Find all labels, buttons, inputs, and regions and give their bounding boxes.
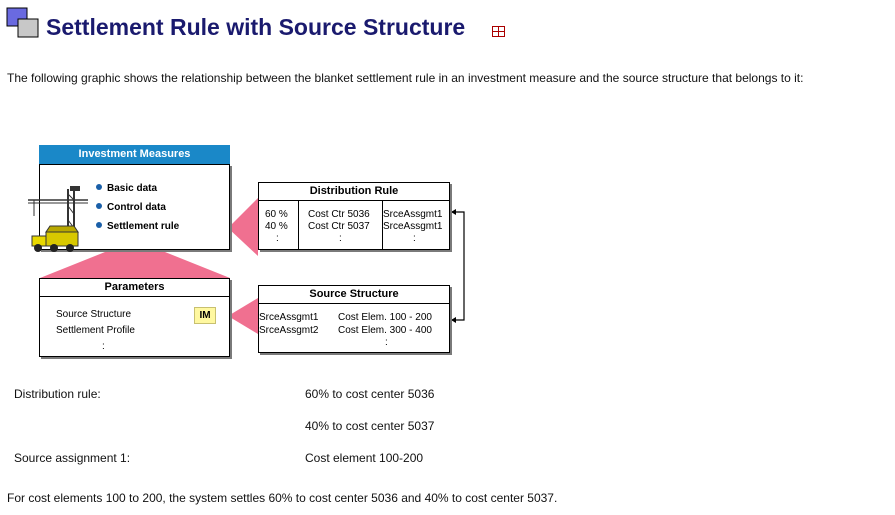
parameters-header: Parameters bbox=[40, 279, 229, 297]
pointer-to-source-structure bbox=[228, 298, 258, 334]
detail-label-source-assignment: Source assignment 1: bbox=[14, 451, 131, 465]
source-cost-elem-2: Cost Elem. 300 - 400 bbox=[338, 325, 432, 336]
im-badge: IM bbox=[194, 307, 216, 324]
dist-pct-1: 60 % bbox=[265, 209, 288, 220]
dist-receiver-more: : bbox=[339, 233, 342, 244]
footer-text: For cost elements 100 to 200, the system… bbox=[7, 491, 558, 505]
dist-receiver-2: Cost Ctr 5037 bbox=[308, 221, 370, 232]
parameters-line-settlement-profile: Settlement Profile bbox=[56, 325, 135, 336]
list-item-settlement-rule: Settlement rule bbox=[96, 221, 179, 232]
source-structure-box: Source Structure bbox=[258, 285, 450, 353]
parameters-line-source-structure: Source Structure bbox=[56, 309, 132, 320]
dist-receiver-1: Cost Ctr 5036 bbox=[308, 209, 370, 220]
investment-measures-header: Investment Measures bbox=[39, 145, 230, 164]
dist-source-1: SrceAssgmt1 bbox=[383, 209, 443, 220]
construction-crane-icon bbox=[28, 186, 88, 252]
pointer-to-distribution-rule bbox=[228, 198, 258, 256]
dist-source-more: : bbox=[413, 233, 416, 244]
source-cost-elem-1: Cost Elem. 100 - 200 bbox=[338, 312, 432, 323]
dist-pct-more: : bbox=[276, 233, 279, 244]
detail-value-2: 40% to cost center 5037 bbox=[305, 419, 435, 433]
source-structure-header: Source Structure bbox=[259, 286, 449, 304]
expand-icon[interactable] bbox=[492, 26, 505, 37]
page-title: Settlement Rule with Source Structure bbox=[46, 14, 466, 40]
dist-pct-2: 40 % bbox=[265, 221, 288, 232]
pointer-to-parameters bbox=[40, 240, 230, 278]
intro-text: The following graphic shows the relation… bbox=[7, 71, 804, 85]
detail-label-distribution-rule: Distribution rule: bbox=[14, 387, 101, 401]
detail-value-3: Cost element 100-200 bbox=[305, 451, 424, 465]
source-cost-elem-more: : bbox=[385, 337, 388, 348]
distribution-rule-box: Distribution Rule bbox=[258, 182, 450, 250]
detail-value-1: 60% to cost center 5036 bbox=[305, 387, 435, 401]
list-item-basic-data: Basic data bbox=[96, 183, 157, 194]
parameters-line-more: : bbox=[102, 341, 105, 352]
source-assignment-2: SrceAssgmt2 bbox=[259, 325, 319, 336]
dist-source-2: SrceAssgmt1 bbox=[383, 221, 443, 232]
list-item-control-data: Control data bbox=[96, 202, 166, 213]
connector-arrow bbox=[451, 211, 465, 321]
source-assignment-1: SrceAssgmt1 bbox=[259, 312, 319, 323]
document-icon bbox=[6, 7, 39, 38]
distribution-rule-header: Distribution Rule bbox=[259, 183, 449, 201]
